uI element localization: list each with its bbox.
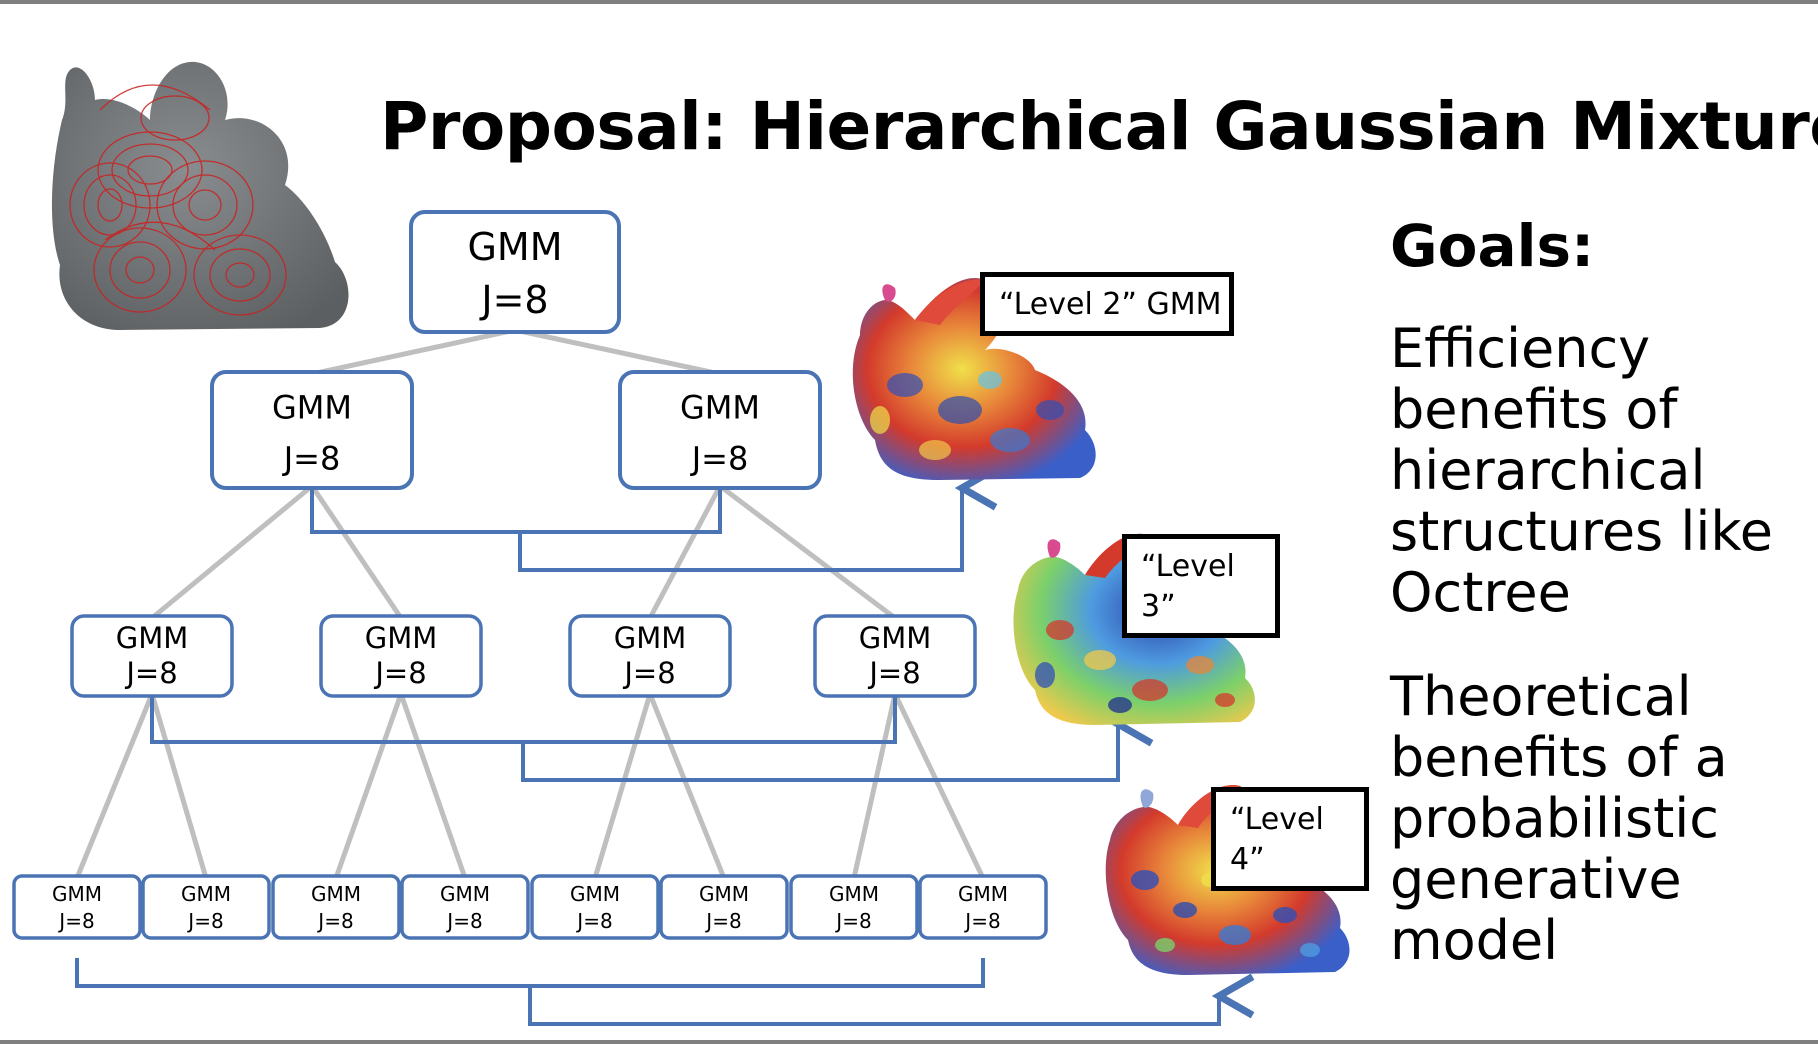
gmm-node-label: GMM [116,621,189,655]
level-3-label: “Level 3” [1122,534,1280,638]
gmm-node-param: J=8 [282,439,341,477]
gmm-node: GMM J=8 [141,874,271,940]
gmm-node-box [141,874,271,940]
tree-edge [718,484,897,620]
gmm-node-box [918,874,1048,940]
gmm-node-param: J=8 [690,439,749,477]
gmm-node: GMM J=8 [530,874,660,940]
bunny-level2-image [852,278,1096,480]
bracket-line [310,488,722,534]
gmm-node-label: GMM [181,882,231,906]
bunny-wireframe-image [51,61,349,331]
gmm-node-label: GMM [272,388,352,426]
gmm-node-param: J=8 [186,909,223,933]
gmm-node-param: J=8 [57,909,94,933]
gmm-node-box [12,874,142,940]
gmm-node-box [813,614,977,698]
goal-item: Efficiency benefits of hierarchical stru… [1390,317,1773,624]
gmm-node-param: J=8 [316,909,353,933]
gmm-node-label: GMM [570,882,620,906]
gmm-node-label: GMM [859,621,932,655]
gmm-node-param: J=8 [704,909,741,933]
gmm-node-label: GMM [699,882,749,906]
gmm-node-box [210,370,414,490]
gmm-node-label: GMM [614,621,687,655]
bracket-arrow [521,701,1154,782]
bracket-line [75,958,985,988]
gmm-node-param: J=8 [124,656,177,690]
gmm-node-box [271,874,401,940]
gmm-node: GMM J=8 [789,874,919,940]
tree-edge [592,693,653,879]
gmm-node-param: J=8 [834,909,871,933]
gmm-node: GMM J=8 [618,370,822,490]
goal-item: Theoretical benefits of a probabilistic … [1390,665,1728,972]
level-4-label: “Level 4” [1211,787,1369,891]
tree-edge [150,484,314,620]
tree-edge [149,693,209,879]
tree-edges [74,327,986,880]
gmm-node-box [568,614,732,698]
level-bracket [310,465,998,572]
gmm-node-label: GMM [365,621,438,655]
gmm-node-label: GMM [311,882,361,906]
bracket-arrow [518,465,998,572]
level-2-label: “Level 2” GMM [980,272,1234,336]
tree-edge [851,693,898,879]
gmm-node-box [409,210,621,334]
gmm-node-param: J=8 [867,656,920,690]
tree-edge [74,693,155,879]
gmm-node-box [789,874,919,940]
gmm-node-label: GMM [440,882,490,906]
gmm-node-box [659,874,789,940]
bracket-line [150,696,897,744]
level-bracket [150,696,1154,782]
gmm-node-param: J=8 [373,656,426,690]
gmm-node: GMM J=8 [409,210,621,334]
bottom-rule [0,1040,1818,1044]
gmm-node-param: J=8 [575,909,612,933]
tree-edge [514,327,721,377]
tree-edge [311,327,516,377]
gmm-node-label: GMM [680,388,760,426]
bracket-arrow [528,973,1255,1026]
tree-edge [309,484,404,620]
tree-edge [647,693,727,879]
gmm-node: GMM J=8 [400,874,530,940]
gmm-node-label: GMM [829,882,879,906]
gmm-node: GMM J=8 [12,874,142,940]
tree-edge [333,693,404,879]
gmm-node-param: J=8 [445,909,482,933]
gmm-node-label: GMM [958,882,1008,906]
tree-nodes: GMMJ=8GMMJ=8GMMJ=8GMMJ=8GMMJ=8GMMJ=8GMMJ… [12,210,1048,940]
gmm-node-param: J=8 [963,909,1000,933]
slide-title: Proposal: Hierarchical Gaussian Mixture [380,88,1818,165]
gmm-node-box [530,874,660,940]
gmm-node-box [70,614,234,698]
gmm-node-label: GMM [467,225,562,269]
goals-heading: Goals: [1390,212,1595,280]
gmm-node-box [319,614,483,698]
gmm-node: GMM J=8 [210,370,414,490]
gmm-node-param: J=8 [479,278,548,322]
gmm-node-box [618,370,822,490]
tree-edge [892,692,986,880]
gmm-node: GMM J=8 [271,874,401,940]
level-brackets [75,465,1255,1026]
gmm-node-param: J=8 [622,656,675,690]
gmm-node: GMM J=8 [659,874,789,940]
tree-edge [398,693,468,879]
gmm-node: GMM J=8 [918,874,1048,940]
level-bracket [75,958,1255,1026]
top-rule [0,0,1818,4]
tree-edge [647,484,723,620]
gmm-node-label: GMM [52,882,102,906]
gmm-node-box [400,874,530,940]
